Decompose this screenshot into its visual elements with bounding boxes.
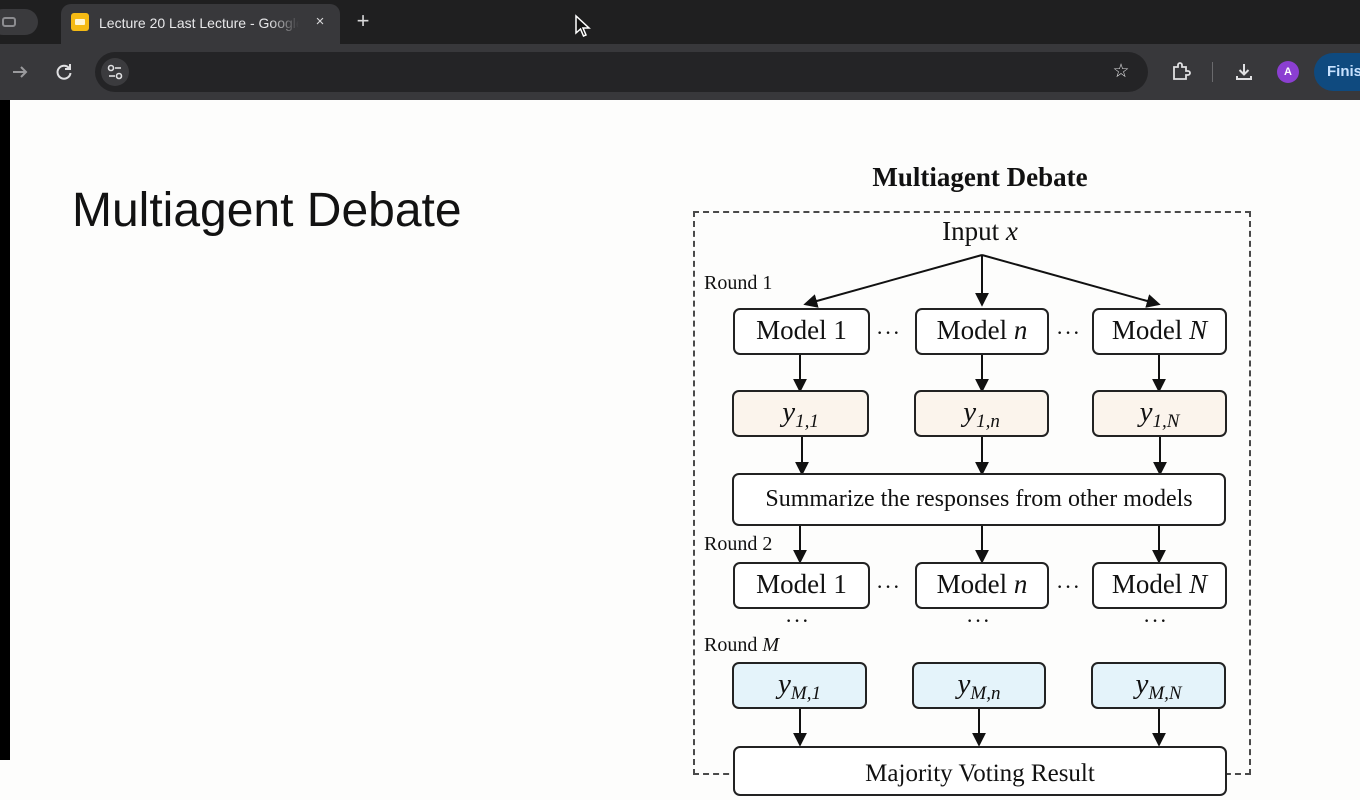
- browser-tab-bar: Lecture 20 Last Lecture - Google Slides …: [0, 0, 1360, 44]
- tab-close-button[interactable]: ×: [315, 13, 325, 30]
- slides-favicon-icon: [71, 13, 89, 31]
- response-y-1-n: y1,n: [914, 390, 1049, 437]
- input-variable: x: [1005, 216, 1018, 246]
- input-label: Input x: [942, 216, 1018, 246]
- mouse-cursor-icon: [575, 14, 591, 37]
- bookmark-star-icon[interactable]: ☆: [1112, 61, 1130, 82]
- vertical-ellipsis-N: ···: [1143, 608, 1168, 633]
- downloads-button[interactable]: [1231, 59, 1257, 85]
- toolbar-divider: [1212, 62, 1213, 82]
- majority-voting-box: Majority Voting Result: [733, 746, 1227, 796]
- vertical-ellipsis-1: ···: [785, 608, 810, 633]
- multiagent-debate-diagram: Multiagent Debate Input x: [690, 160, 1251, 796]
- round-1-label: Round 1: [704, 272, 773, 294]
- arrow-input-modelN: [981, 254, 1161, 308]
- tune-icon: [107, 64, 123, 80]
- address-bar[interactable]: ☆: [95, 52, 1148, 92]
- finish-update-button[interactable]: Finis: [1314, 53, 1360, 91]
- diagram-arrows: [793, 254, 1167, 747]
- reload-icon: [56, 64, 72, 80]
- puzzle-icon: [1173, 62, 1191, 80]
- round2-model-1: Model 1: [733, 562, 870, 609]
- diagram-title: Multiagent Debate: [872, 162, 1088, 192]
- slide-title: Multiagent Debate: [72, 184, 462, 237]
- browser-tab-active[interactable]: Lecture 20 Last Lecture - Google Slides …: [61, 4, 340, 44]
- round1-ellipsis-a: ···: [876, 320, 901, 345]
- download-icon: [1236, 64, 1252, 80]
- forward-arrow-icon: [13, 66, 28, 78]
- response-y-M-N: yM,N: [1091, 662, 1226, 709]
- round1-model-n: Model n: [915, 308, 1049, 355]
- round2-model-N: Model N: [1092, 562, 1227, 609]
- round1-ellipsis-b: ···: [1056, 320, 1081, 345]
- site-info-button[interactable]: [101, 58, 129, 86]
- response-y-1-1: y1,1: [732, 390, 869, 437]
- reload-button[interactable]: [51, 59, 77, 85]
- window-left-edge: [0, 100, 10, 760]
- round1-model-N: Model N: [1092, 308, 1227, 355]
- vertical-ellipsis-n: ···: [966, 608, 991, 633]
- round2-model-n: Model n: [915, 562, 1049, 609]
- response-y-M-1: yM,1: [732, 662, 867, 709]
- response-y-1-N: y1,N: [1092, 390, 1227, 437]
- browser-toolbar: ☆ A Finis: [0, 44, 1360, 100]
- new-tab-button[interactable]: +: [356, 8, 370, 33]
- arrow-input-model1: [803, 254, 983, 308]
- profile-avatar[interactable]: A: [1277, 61, 1299, 83]
- extensions-button[interactable]: [1168, 59, 1194, 85]
- round1-model-1: Model 1: [733, 308, 870, 355]
- round2-ellipsis-b: ···: [1056, 574, 1081, 599]
- round-2-label: Round 2: [704, 533, 773, 555]
- round-M-label: Round M: [704, 634, 780, 656]
- response-y-M-n: yM,n: [912, 662, 1046, 709]
- forward-button[interactable]: [7, 59, 33, 85]
- tab-title: Lecture 20 Last Lecture - Google Slides: [99, 15, 299, 31]
- round2-ellipsis-a: ···: [876, 574, 901, 599]
- tab-group-button[interactable]: [0, 9, 38, 35]
- summarize-box: Summarize the responses from other model…: [732, 473, 1226, 526]
- tab-search-icon: [2, 17, 16, 27]
